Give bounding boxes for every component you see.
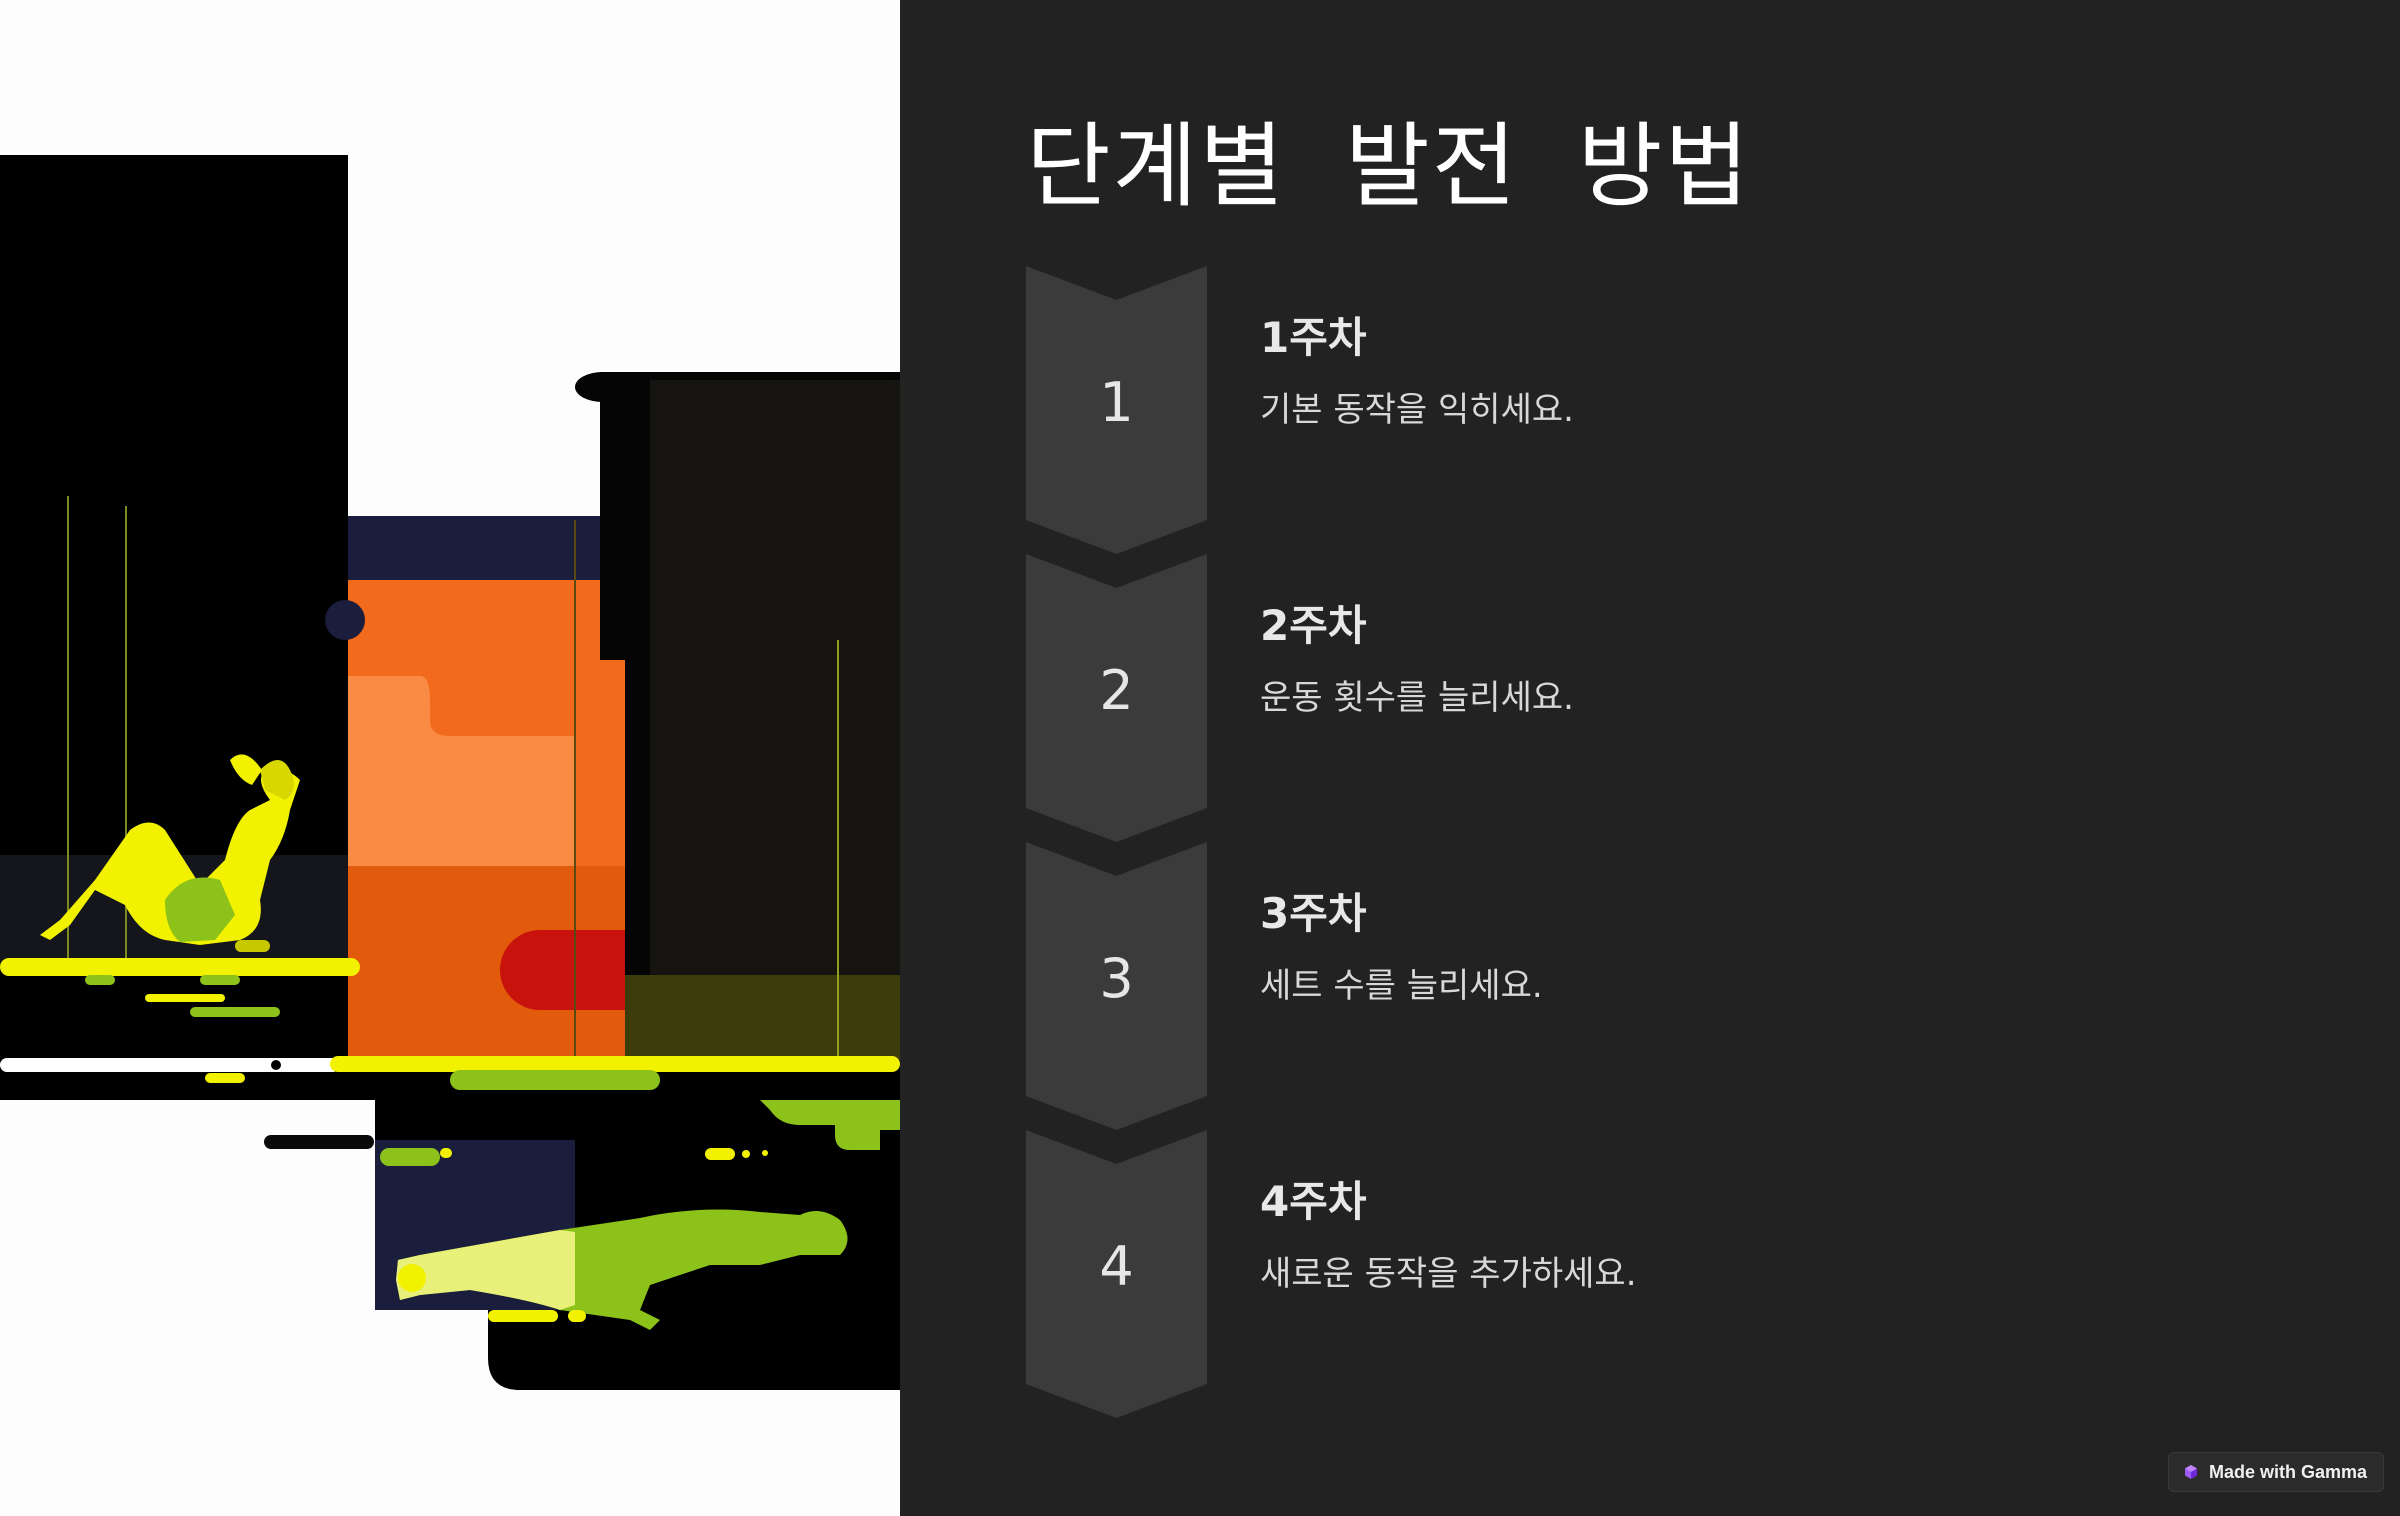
- page-title: 단계별 발전 방법: [1026, 113, 1751, 220]
- step-item-2: 2 2주차 운동 횟수를 늘리세요.: [1026, 554, 2326, 842]
- step-heading: 3주차: [1260, 889, 1367, 938]
- gamma-logo-icon: [2184, 1465, 2197, 1479]
- chevron-shape-icon: [1026, 554, 1207, 842]
- workout-illustration-graphic: [0, 0, 900, 1516]
- step-marker: 4: [1026, 1130, 1207, 1418]
- step-description: 기본 동작을 익히세요.: [1260, 390, 1574, 430]
- step-description: 세트 수를 늘리세요.: [1260, 966, 1543, 1006]
- chevron-shape-icon: [1026, 1130, 1207, 1418]
- step-number: 2: [1099, 659, 1134, 722]
- step-marker: 3: [1026, 842, 1207, 1130]
- step-marker: 1: [1026, 266, 1207, 554]
- step-number: 3: [1099, 947, 1134, 1010]
- slide-content: 단계별 발전 방법 1 1주차 기본 동작을 익히세요. 2: [900, 0, 2400, 1516]
- chevron-shape-icon: [1026, 842, 1207, 1130]
- chevron-shape-icon: [1026, 266, 1207, 554]
- made-with-gamma-button[interactable]: Made with Gamma: [2167, 1452, 2384, 1492]
- step-item-4: 4 4주차 새로운 동작을 추가하세요.: [1026, 1130, 2326, 1418]
- step-marker: 2: [1026, 554, 1207, 842]
- made-with-gamma-label: Made with Gamma: [2208, 1461, 2367, 1482]
- step-heading: 4주차: [1260, 1177, 1367, 1226]
- step-number: 1: [1099, 371, 1134, 434]
- workout-illustration: [0, 0, 900, 1516]
- step-item-1: 1 1주차 기본 동작을 익히세요.: [1026, 266, 2326, 554]
- step-description: 운동 횟수를 늘리세요.: [1260, 678, 1574, 718]
- step-item-3: 3 3주차 세트 수를 늘리세요.: [1026, 842, 2326, 1130]
- step-number: 4: [1099, 1235, 1134, 1298]
- step-heading: 1주차: [1260, 313, 1367, 362]
- step-description: 새로운 동작을 추가하세요.: [1260, 1254, 1637, 1294]
- step-heading: 2주차: [1260, 601, 1367, 650]
